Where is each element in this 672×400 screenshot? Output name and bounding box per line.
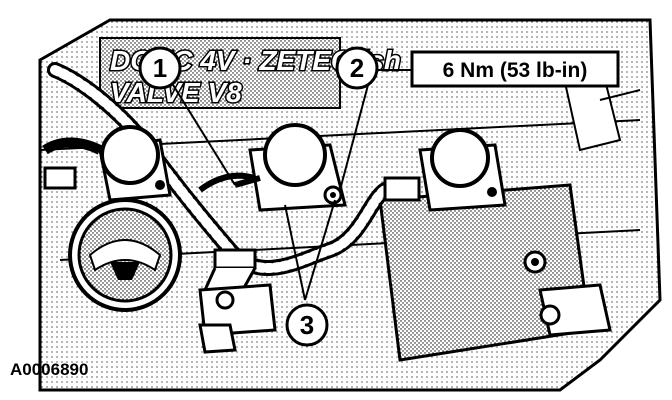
- lower-bracket: [198, 283, 277, 354]
- oil-can-icon: [110, 262, 140, 280]
- callout-2-label: 2: [350, 53, 364, 83]
- ignition-coil-left: [43, 125, 172, 202]
- torque-spec-label: 6 Nm (53 lb-in): [443, 59, 588, 82]
- callout-3: 3: [285, 303, 329, 347]
- callout-1: 1: [138, 46, 182, 90]
- valve-cover: [38, 18, 662, 392]
- wiring-harness: [42, 62, 393, 297]
- figure-id: A0006890: [10, 360, 89, 379]
- ignition-coil-right: [383, 128, 507, 212]
- callout-2: 2: [335, 46, 379, 90]
- leader-lines: [169, 69, 412, 301]
- engine-logo-line2: VALVE V8: [110, 77, 242, 108]
- ignition-coil-center: [234, 123, 347, 212]
- callout-1-label: 1: [153, 53, 167, 83]
- callout-3-label: 3: [300, 310, 314, 340]
- oil-filler-cap: [68, 198, 182, 312]
- torque-spec-box: 6 Nm (53 lb-in): [410, 50, 620, 88]
